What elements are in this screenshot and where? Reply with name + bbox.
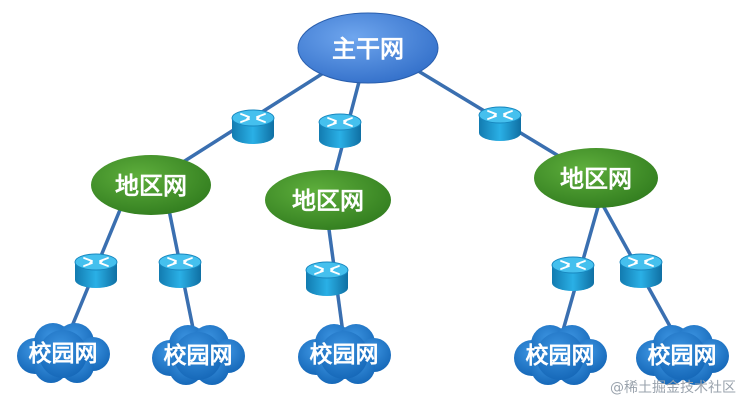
backbone-node: 主干网 [297, 12, 439, 84]
backbone-label: 主干网 [332, 35, 404, 63]
regional-label-3: 地区网 [560, 165, 632, 193]
campus-cloud-1: 校园网 [17, 323, 110, 383]
regional-node-1: 地区网 [91, 155, 211, 215]
routers [74, 106, 663, 296]
router-icon [478, 106, 522, 141]
campus-label-1: 校园网 [29, 340, 98, 367]
watermark: @稀土掘金技术社区 [610, 380, 736, 396]
campus-label-2: 校园网 [164, 342, 233, 369]
campus-cloud-5: 校园网 [636, 325, 729, 385]
router-icon [619, 253, 663, 288]
router-icon [551, 256, 595, 291]
campus-label-5: 校园网 [648, 342, 717, 369]
campus-cloud-2: 校园网 [152, 325, 245, 385]
regional-node-3: 地区网 [534, 148, 658, 208]
router-icon [231, 109, 275, 144]
router-icon [318, 113, 362, 148]
regional-label-1: 地区网 [115, 172, 187, 200]
campus-clouds: 校园网 校园网 校园网 校园网 校园网 [17, 323, 729, 385]
campus-cloud-3: 校园网 [298, 324, 391, 384]
campus-label-3: 校园网 [310, 341, 379, 368]
campus-label-4: 校园网 [526, 342, 595, 369]
regional-node-2: 地区网 [265, 170, 391, 230]
router-icon [158, 253, 202, 288]
router-icon [74, 253, 118, 288]
campus-cloud-4: 校园网 [514, 325, 607, 385]
router-icon [305, 261, 349, 296]
regional-label-2: 地区网 [292, 187, 364, 215]
